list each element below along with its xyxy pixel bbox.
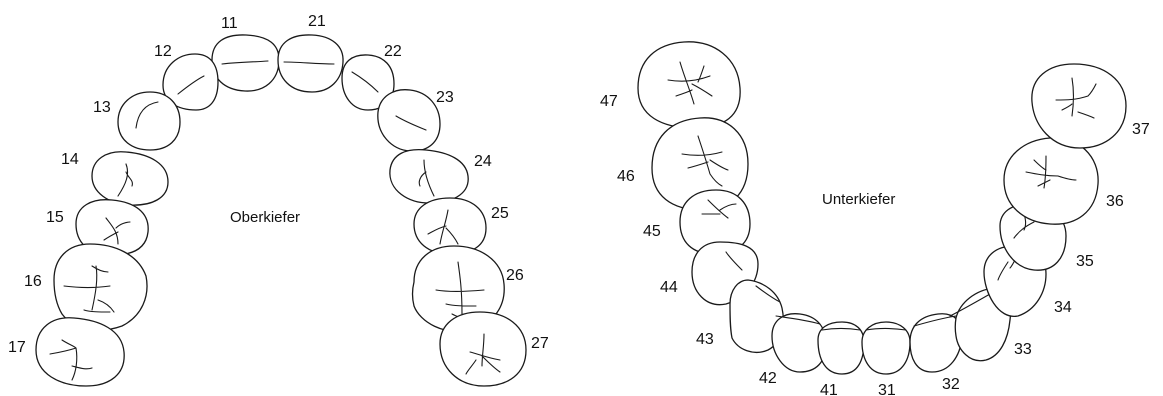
tooth-number-36: 36 bbox=[1106, 193, 1124, 210]
tooth-36 bbox=[1004, 138, 1098, 224]
tooth-number-15: 15 bbox=[46, 209, 64, 226]
tooth-number-11: 11 bbox=[221, 15, 238, 32]
tooth-32 bbox=[910, 314, 962, 372]
tooth-number-35: 35 bbox=[1076, 253, 1094, 270]
tooth-number-16: 16 bbox=[24, 273, 42, 290]
tooth-23 bbox=[378, 90, 440, 151]
tooth-number-22: 22 bbox=[384, 43, 402, 60]
tooth-number-47: 47 bbox=[600, 93, 618, 110]
tooth-24 bbox=[390, 150, 468, 203]
tooth-number-43: 43 bbox=[696, 331, 714, 348]
tooth-47 bbox=[638, 42, 740, 128]
tooth-number-41: 41 bbox=[820, 382, 838, 396]
tooth-number-34: 34 bbox=[1054, 299, 1072, 316]
tooth-number-25: 25 bbox=[491, 205, 509, 222]
tooth-number-46: 46 bbox=[617, 168, 635, 185]
tooth-number-42: 42 bbox=[759, 370, 777, 387]
upper-jaw-label: Oberkiefer bbox=[230, 209, 300, 226]
upper-jaw: 11 12 13 14 15 16 17 21 22 23 24 25 26 2… bbox=[8, 13, 549, 386]
tooth-number-33: 33 bbox=[1014, 341, 1032, 358]
tooth-number-12: 12 bbox=[154, 43, 172, 60]
tooth-number-26: 26 bbox=[506, 267, 524, 284]
tooth-number-44: 44 bbox=[660, 279, 678, 296]
tooth-13 bbox=[118, 92, 180, 150]
tooth-number-37: 37 bbox=[1132, 121, 1150, 138]
tooth-11 bbox=[212, 35, 279, 91]
tooth-number-17: 17 bbox=[8, 339, 26, 356]
lower-jaw-label: Unterkiefer bbox=[822, 191, 895, 208]
tooth-number-13: 13 bbox=[93, 99, 111, 116]
tooth-number-23: 23 bbox=[436, 89, 454, 106]
tooth-37 bbox=[1032, 64, 1126, 148]
tooth-number-27: 27 bbox=[531, 335, 549, 352]
tooth-number-21: 21 bbox=[308, 13, 326, 30]
lower-jaw: 47 46 45 44 43 42 41 31 32 33 34 35 36 3… bbox=[600, 42, 1150, 396]
tooth-number-24: 24 bbox=[474, 153, 492, 170]
tooth-number-45: 45 bbox=[643, 223, 661, 240]
tooth-number-32: 32 bbox=[942, 376, 960, 393]
tooth-number-14: 14 bbox=[61, 151, 79, 168]
tooth-number-31: 31 bbox=[878, 382, 896, 396]
